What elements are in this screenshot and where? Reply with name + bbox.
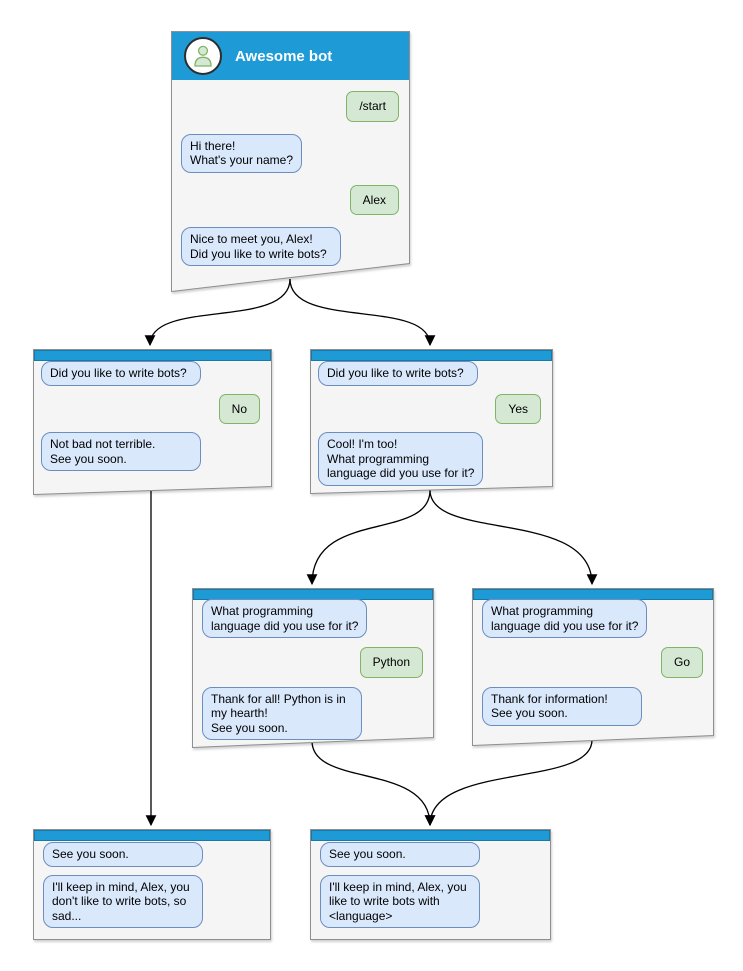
- message-list: See you soon. I'll keep in mind, Alex, y…: [311, 840, 550, 928]
- message-list: See you soon. I'll keep in mind, Alex, y…: [34, 840, 270, 928]
- chat-window-final-no: See you soon. I'll keep in mind, Alex, y…: [33, 829, 271, 940]
- chat-window-yes-branch: Did you like to write bots? Yes Cool! I'…: [310, 349, 553, 494]
- arrow-python-to-final: [311, 740, 436, 827]
- arrow-start-to-yes-branch: [289, 278, 436, 347]
- arrow-yes-to-python-branch: [306, 489, 431, 586]
- bot-message-bubble: See you soon.: [320, 842, 480, 867]
- bot-message-bubble: Did you like to write bots?: [41, 361, 201, 386]
- window-titlebar: [311, 830, 550, 841]
- user-message-bubble: Alex: [349, 184, 399, 215]
- window-titlebar: [34, 350, 271, 361]
- message-list: What programming language did you use fo…: [473, 598, 713, 726]
- message-list: What programming language did you use fo…: [193, 598, 433, 740]
- bot-message-bubble: Nice to meet you, Alex! Did you like to …: [181, 227, 341, 266]
- chat-window-final-yes: See you soon. I'll keep in mind, Alex, y…: [310, 829, 551, 940]
- user-message-bubble: No: [218, 393, 260, 424]
- chat-window-python-branch: What programming language did you use fo…: [192, 588, 434, 748]
- bot-message-bubble: Not bad not terrible. See you soon.: [41, 432, 201, 471]
- chat-header: Awesome bot: [172, 32, 409, 80]
- bot-message-bubble: What programming language did you use fo…: [482, 599, 648, 638]
- bot-message-bubble: Thank for all! Python is in my hearth! S…: [202, 686, 362, 740]
- bot-message-bubble: Hi there! What's your name?: [181, 133, 303, 173]
- arrow-start-to-no-branch: [144, 278, 291, 347]
- message-list: /start Hi there! What's your name? Alex …: [172, 80, 409, 266]
- chat-window-start: Awesome bot /start Hi there! What's your…: [171, 31, 410, 292]
- user-message-bubble: /start: [346, 91, 399, 122]
- window-titlebar: [311, 350, 552, 361]
- bot-name: Awesome bot: [235, 47, 333, 65]
- bot-message-bubble: I'll keep in mind, Alex, you like to wri…: [320, 874, 480, 928]
- bot-message-bubble: What programming language did you use fo…: [202, 599, 368, 638]
- bot-avatar-icon: [184, 37, 222, 75]
- bot-message-bubble: Did you like to write bots?: [318, 361, 478, 386]
- user-message-bubble: Yes: [495, 393, 541, 424]
- bot-message-bubble: I'll keep in mind, Alex, you don't like …: [43, 874, 203, 928]
- chat-window-go-branch: What programming language did you use fo…: [472, 588, 714, 746]
- message-list: Did you like to write bots? Yes Cool! I'…: [311, 360, 552, 486]
- window-titlebar: [34, 830, 270, 841]
- arrow-go-to-final: [424, 739, 593, 827]
- bot-message-bubble: Cool! I'm too! What programming language…: [318, 432, 484, 486]
- user-message-bubble: Python: [359, 647, 423, 678]
- chat-window-no-branch: Did you like to write bots? No Not bad n…: [33, 349, 272, 495]
- message-list: Did you like to write bots? No Not bad n…: [34, 360, 271, 471]
- bot-message-bubble: See you soon.: [43, 842, 203, 867]
- user-message-bubble: Go: [660, 647, 703, 678]
- arrow-yes-to-go-branch: [429, 489, 598, 586]
- bot-message-bubble: Thank for information! See you soon.: [482, 686, 642, 726]
